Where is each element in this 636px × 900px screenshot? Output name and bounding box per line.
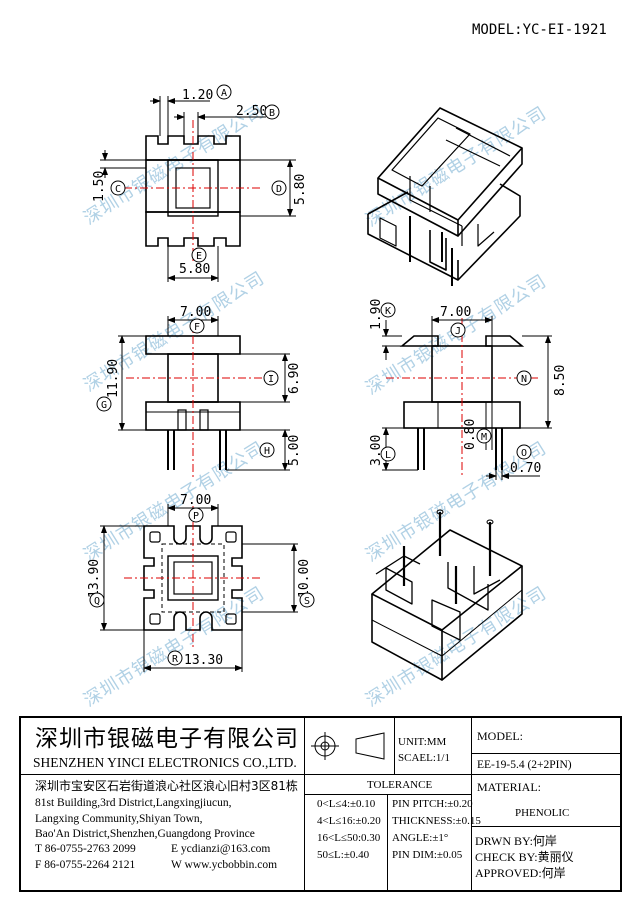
dim-text-c: 1.50 xyxy=(92,171,107,202)
dim-text-g: 11.90 xyxy=(106,359,121,398)
tolerance-right-2: ANGLE:±1° xyxy=(392,832,449,844)
marker-q: Q xyxy=(94,596,100,607)
iso-view-top xyxy=(367,107,523,286)
dim-text-o: 0.70 xyxy=(510,461,541,476)
company-name-en: SHENZHEN YINCI ELECTRONICS CO.,LTD. xyxy=(33,755,297,770)
address-cn: 深圳市宝安区石岩街道浪心社区浪心旧村3区81栋 xyxy=(35,779,298,793)
dim-text-s: 10.00 xyxy=(297,559,312,598)
checked-by: CHECK BY:黄丽仪 xyxy=(475,850,574,864)
dim-text-r: 13.30 xyxy=(184,653,223,668)
marker-g: G xyxy=(101,400,107,411)
approved-by: APPROVED:何岸 xyxy=(475,866,566,880)
top-view-markers xyxy=(110,84,287,263)
dim-text-l: 3.00 xyxy=(369,435,384,466)
marker-f: F xyxy=(194,322,200,333)
marker-c: C xyxy=(115,184,121,195)
model-label: MODEL: xyxy=(477,729,523,743)
fax-text: F 86-0755-2264 2121 xyxy=(35,859,136,871)
dim-text-e: 5.80 xyxy=(179,262,210,277)
marker-a: A xyxy=(221,88,227,99)
web-text: W www.ycbobbin.com xyxy=(171,859,278,871)
dim-text-a: 1.20 xyxy=(182,88,213,103)
marker-p: P xyxy=(193,511,199,522)
top-view-marker-text: A B C D E xyxy=(115,88,282,262)
dim-text-k: 1.90 xyxy=(369,299,384,330)
dim-text-h: 5.00 xyxy=(287,435,302,466)
projection-symbol-icon xyxy=(311,732,385,760)
material-value: PHENOLIC xyxy=(515,807,570,819)
marker-j: J xyxy=(455,326,461,337)
dim-text-m: 0.80 xyxy=(463,419,478,450)
marker-o: O xyxy=(521,448,527,459)
email-text: E ycdianzi@163.com xyxy=(171,843,271,855)
dim-text-q: 13.90 xyxy=(87,559,102,598)
marker-e: E xyxy=(196,251,202,262)
model-value: EE-19-5.4 (2+2PIN) xyxy=(477,759,572,771)
marker-m: M xyxy=(481,432,487,443)
marker-i: I xyxy=(268,374,274,385)
drawn-by: DRWN BY:何岸 xyxy=(475,834,557,848)
dim-text-n: 8.50 xyxy=(553,365,568,396)
tolerance-right-1: THICKNESS:±0.15 xyxy=(392,815,481,827)
dim-text-j: 7.00 xyxy=(440,305,471,320)
marker-s: S xyxy=(304,596,310,607)
tolerance-left-0: 0<L≤4:±0.10 xyxy=(317,798,376,810)
tolerance-left-2: 16<L≤50:0.30 xyxy=(317,832,381,844)
marker-n: N xyxy=(521,374,527,385)
marker-b: B xyxy=(269,108,275,119)
dim-text-d: 5.80 xyxy=(293,174,308,205)
unit-text: UNIT:MM xyxy=(398,736,447,748)
tolerance-left-3: 50≤L:±0.40 xyxy=(317,849,370,861)
material-label: MATERIAL: xyxy=(477,780,541,794)
dim-text-i: 6.90 xyxy=(287,363,302,394)
address-line-2: Langxing Community,Shiyan Town, xyxy=(35,813,203,825)
scale-text: SCAEL:1/1 xyxy=(398,752,450,764)
top-view-centerlines xyxy=(124,120,262,262)
company-name-cn: 深圳市银磁电子有限公司 xyxy=(35,726,299,752)
title-block: 深圳市银磁电子有限公司 SHENZHEN YINCI ELECTRONICS C… xyxy=(19,716,622,892)
tel-text: T 86-0755-2763 2099 xyxy=(35,843,136,855)
tolerance-left-1: 4<L≤16:±0.20 xyxy=(317,815,381,827)
tolerance-right-3: PIN DIM:±0.05 xyxy=(392,849,463,861)
marker-d: D xyxy=(276,184,282,195)
tolerance-right-0: PIN PITCH:±0.20 xyxy=(392,798,473,810)
marker-r: R xyxy=(172,654,179,665)
dim-text-p: 7.00 xyxy=(180,493,211,508)
tolerance-title: TOLERANCE xyxy=(367,779,433,791)
marker-h: H xyxy=(264,446,270,457)
address-line-3: Bao'An District,Shenzhen,Guangdong Provi… xyxy=(35,828,255,840)
top-view-dims xyxy=(100,96,296,282)
dim-text-f: 7.00 xyxy=(180,305,211,320)
marker-l: L xyxy=(385,450,391,461)
model-label-top: MODEL:YC-EI-1921 xyxy=(472,22,607,38)
address-line-1: 81st Building,3rd District,Langxingjiucu… xyxy=(35,797,232,809)
marker-k: K xyxy=(385,306,391,317)
iso-view-bottom xyxy=(371,509,523,681)
dim-text-b: 2.50 xyxy=(236,104,267,119)
top-view-dim-text: 1.20 2.50 1.50 5.80 5.80 xyxy=(92,88,308,277)
